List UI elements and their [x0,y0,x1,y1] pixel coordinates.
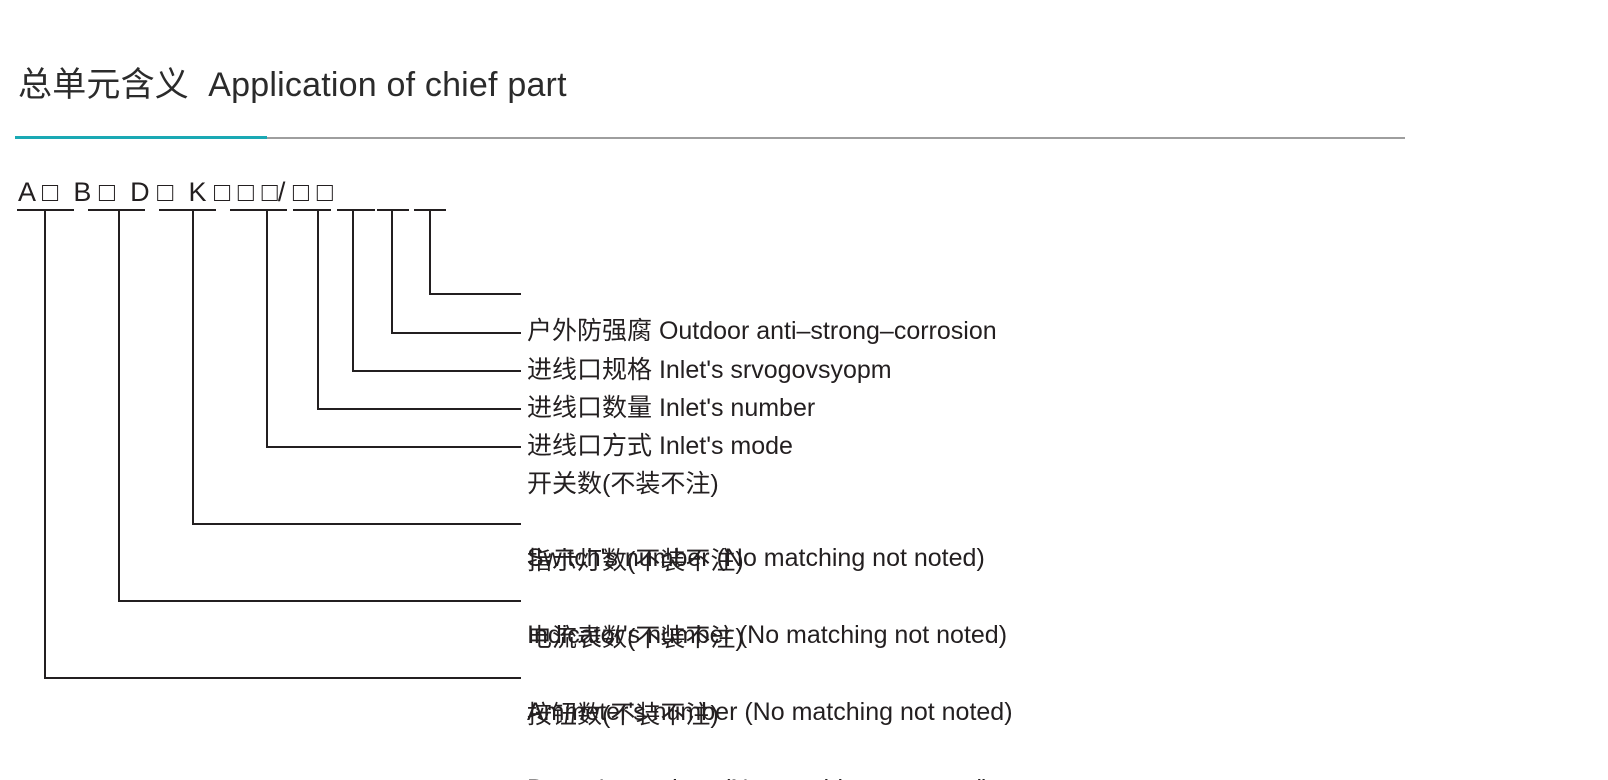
legend-label-cn: 进线口规格 Inlet's srvogovsyopm [527,356,892,384]
legend-item-switch-number: 开关数(不装不注) Switch's number (No matching n… [527,429,985,613]
page-title: 总单元含义 Application of chief part [18,66,567,104]
leader-line-inlet-specification [391,210,521,334]
leader-line-switch-number [266,210,521,448]
legend-label-en: Indicator's number (No matching not note… [527,621,1008,649]
legend-item-ammeter-number: 电流表数(不装不注) Ammeter's number (No matching… [527,583,1013,767]
legend-label-en: Button's number (No matching not noted) [527,770,990,780]
model-code-string: A □ B □ D □ K □ □ □/ □ □ [18,177,334,207]
legend-label-cn: 电流表数(不装不注) [527,624,744,652]
legend-item-outdoor-anti-strong-corrosion: 户外防强腐 Outdoor anti–strong–corrosion [527,276,997,386]
title-underline-base [267,137,1405,139]
legend-label-cn: 进线口方式 Inlet's mode [527,432,793,460]
leader-line-inlet-mode [317,210,521,410]
legend-item-indicator-number: 指示灯数(不装不注) Indicator's number (No matchi… [527,506,1007,690]
legend-item-inlet-mode: 进线口方式 Inlet's mode [527,391,793,501]
leader-line-button-number [44,210,521,679]
legend-label-en: Switch's number (No matching not noted) [527,544,985,572]
leader-line-inlet-number [352,210,521,372]
legend-item-button-number: 按钮数(不装不注) Button's number (No matching n… [527,660,990,780]
title-underline-accent [15,136,267,139]
legend-label-cn: 开关数(不装不注) [527,470,719,498]
legend-label-en: Ammeter's number (No matching not noted) [527,698,1013,726]
legend-label-cn: 指示灯数(不装不注) [527,547,744,575]
leader-line-ammeter-number [118,210,521,602]
legend-label-cn: 进线口数量 Inlet's number [527,394,816,422]
legend-label-cn: 按钮数(不装不注) [527,701,719,729]
legend-label-cn: 户外防强腐 Outdoor anti–strong–corrosion [527,317,997,345]
legend-item-inlet-number: 进线口数量 Inlet's number [527,353,815,463]
leader-line-outdoor-anti-strong-corrosion [429,210,521,295]
leader-line-indicator-number [192,210,521,525]
legend-item-inlet-specification: 进线口规格 Inlet's srvogovsyopm [527,315,892,425]
